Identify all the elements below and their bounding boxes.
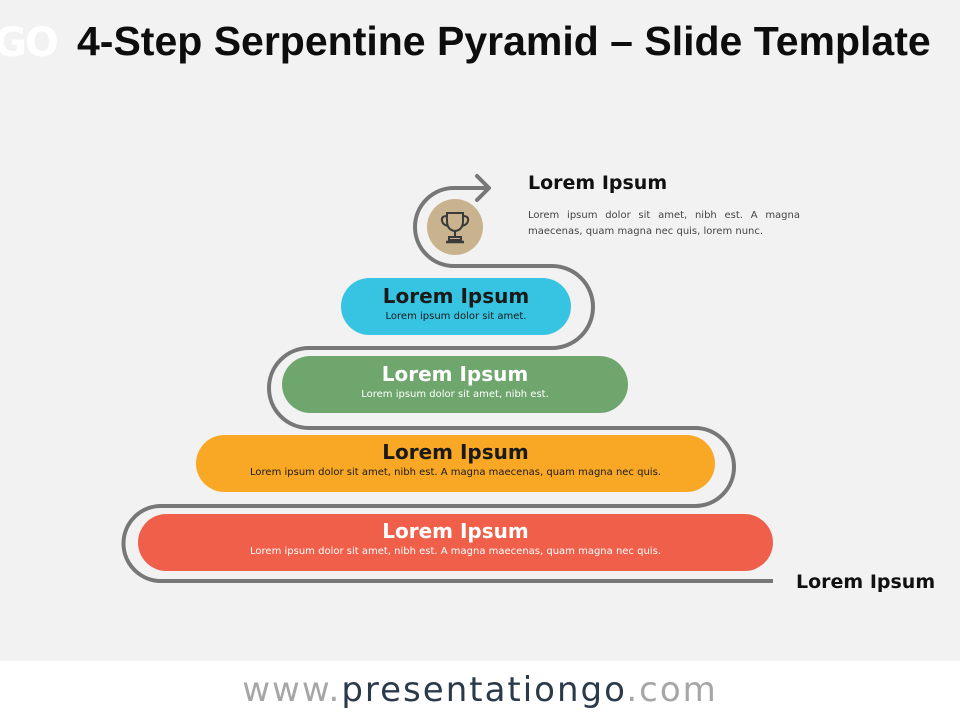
arrowhead-icon — [475, 174, 491, 202]
start-label: Lorem Ipsum — [796, 571, 936, 593]
footer-url-brand: presentationgo — [341, 670, 627, 710]
page-title: 4-Step Serpentine Pyramid – Slide Templa… — [77, 18, 931, 64]
goal-description: Lorem ipsum dolor sit amet, nibh est. A … — [528, 210, 800, 237]
step-text: Lorem ipsum dolor sit amet, nibh est. A … — [250, 546, 661, 557]
trophy-icon — [440, 212, 470, 244]
step-bar-1: Lorem Ipsum Lorem ipsum dolor sit amet. — [341, 278, 571, 335]
serpentine-line — [121, 186, 773, 583]
step-text: Lorem ipsum dolor sit amet, nibh est. A … — [250, 467, 661, 478]
step-bar-2: Lorem Ipsum Lorem ipsum dolor sit amet, … — [282, 356, 628, 413]
footer-url[interactable]: www.presentationgo.com — [242, 670, 718, 710]
step-label: Lorem Ipsum — [382, 284, 530, 308]
step-label: Lorem Ipsum — [381, 362, 529, 386]
step-label: Lorem Ipsum — [382, 519, 529, 543]
step-text: Lorem ipsum dolor sit amet, nibh est. — [361, 389, 549, 400]
footer-url-suffix: .com — [626, 670, 718, 710]
serpentine-path — [121, 174, 773, 583]
footer: www.presentationgo.com — [0, 661, 960, 720]
goal-label: Lorem Ipsum — [528, 172, 668, 194]
step-bar-3: Lorem Ipsum Lorem ipsum dolor sit amet, … — [196, 435, 715, 492]
step-label: Lorem Ipsum — [382, 440, 529, 464]
step-bar-4: Lorem Ipsum Lorem ipsum dolor sit amet, … — [138, 514, 773, 571]
logo-fragment: GO — [0, 20, 59, 66]
step-text: Lorem ipsum dolor sit amet. — [385, 311, 527, 322]
footer-url-prefix: www. — [242, 670, 342, 710]
trophy-badge — [427, 199, 483, 255]
